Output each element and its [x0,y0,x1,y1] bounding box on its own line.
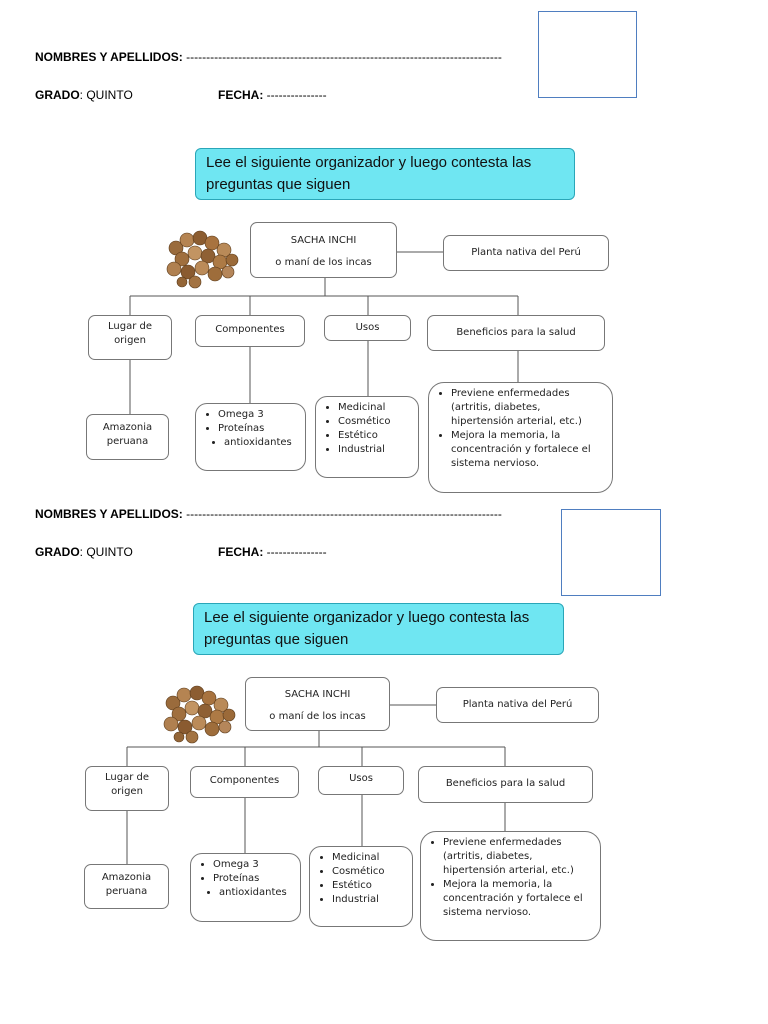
benefits-list: Previene enfermedades (artritis, diabete… [420,831,601,941]
worksheet-1: NOMBRES Y APELLIDOS: -------------------… [0,0,768,493]
components-category-node: Componentes [195,315,305,347]
name-line: NOMBRES Y APELLIDOS: -------------------… [35,507,502,521]
concept-map: SACHA INCHI o maní de los incas Planta n… [0,0,768,493]
grade-line: GRADO: QUINTO [35,545,133,559]
origin-category-node: Lugar de origen [85,766,169,811]
sacha-inchi-nuts-image [163,685,236,744]
uses-list: Medicinal Cosmético Estético Industrial [309,846,413,927]
name-line: NOMBRES Y APELLIDOS: -------------------… [35,50,502,64]
photo-box [561,509,661,596]
origin-node: Amazonia peruana [84,864,169,909]
worksheet-2: NOMBRES Y APELLIDOS: -------------------… [0,455,768,941]
photo-box [538,11,637,98]
native-plant-node: Planta nativa del Perú [436,687,599,723]
origin-category-node: Lugar de origen [88,315,172,360]
central-node: SACHA INCHI o maní de los incas [245,677,390,731]
native-plant-node: Planta nativa del Perú [443,235,609,271]
date-line: FECHA: --------------- [218,545,327,559]
uses-category-node: Usos [324,315,411,341]
grade-line: GRADO: QUINTO [35,88,133,102]
benefits-list: Previene enfermedades (artritis, diabete… [428,382,613,493]
connector-lines [129,251,519,414]
date-line: FECHA: --------------- [218,88,327,102]
uses-list: Medicinal Cosmético Estético Industrial [315,396,419,478]
components-list: Omega 3 Proteínas antioxidantes [190,853,301,922]
components-list: Omega 3 Proteínas antioxidantes [195,403,306,471]
origin-node: Amazonia peruana [86,414,169,460]
benefits-category-node: Beneficios para la salud [418,766,593,803]
concept-map: SACHA INCHI o maní de los incas Planta n… [0,455,768,941]
central-node: SACHA INCHI o maní de los incas [250,222,397,278]
benefits-category-node: Beneficios para la salud [427,315,605,351]
instruction-banner: Lee el siguiente organizador y luego con… [195,148,575,200]
connector-lines [126,704,506,864]
sacha-inchi-nuts-image [166,230,239,289]
components-category-node: Componentes [190,766,299,798]
uses-category-node: Usos [318,766,404,795]
instruction-banner: Lee el siguiente organizador y luego con… [193,603,564,655]
